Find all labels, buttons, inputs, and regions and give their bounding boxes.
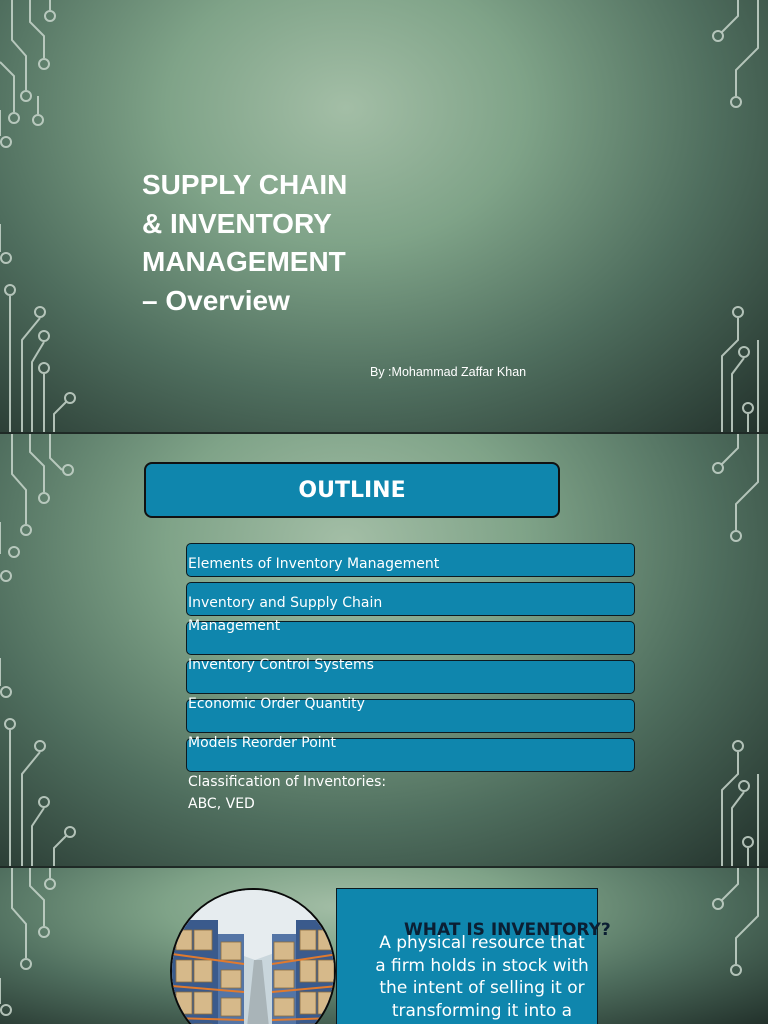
circuit-decoration-left: [0, 434, 76, 866]
circuit-decoration-left: [0, 868, 56, 1016]
slide-outline[interactable]: OUTLINE Elements of Inventory Management…: [0, 434, 768, 866]
title-line: MANAGEMENT: [142, 246, 346, 277]
circuit-decoration-left: [0, 0, 76, 432]
definition-box: [336, 888, 598, 1024]
title-line: & INVENTORY: [142, 207, 332, 239]
outline-boxes: [186, 543, 635, 777]
outline-box[interactable]: [186, 621, 635, 655]
title-line: SUPPLY CHAIN: [142, 169, 348, 200]
warehouse-photo: [170, 888, 336, 1024]
outline-box[interactable]: [186, 660, 635, 694]
definition-line: transforming it into a: [391, 1000, 573, 1021]
slide-inventory[interactable]: WHAT IS INVENTORY? A physical resource t…: [0, 868, 768, 1024]
outline-item-text: Models Reorder Point: [188, 735, 337, 751]
outline-item-text: Management: [188, 618, 281, 634]
outline-item-text: Classification of Inventories:: [188, 774, 387, 790]
definition-line: A physical resource that: [379, 933, 585, 953]
outline-item-text: Economic Order Quantity: [188, 696, 365, 712]
circuit-decoration-right: [712, 0, 759, 432]
outline-heading: OUTLINE: [144, 462, 560, 518]
definition-line: the intent of selling it or: [379, 978, 585, 998]
outline-item-text: ABC, VED: [188, 796, 255, 812]
slide-title-heading: SUPPLY CHAIN & INVENTORY MANAGEMENT – Ov…: [142, 166, 442, 320]
definition-line: a firm holds in stock with: [375, 955, 589, 976]
circuit-decoration-right: [712, 868, 759, 976]
inventory-heading: WHAT IS INVENTORY?: [404, 920, 611, 940]
outline-item-text: Inventory and Supply Chain: [188, 595, 383, 611]
outline-box[interactable]: [186, 543, 635, 577]
outline-box[interactable]: [186, 699, 635, 733]
circuit-decoration-right: [712, 434, 759, 866]
inventory-definition: A physical resource that a firm holds in…: [362, 932, 602, 1022]
outline-item-text: Elements of Inventory Management: [188, 556, 440, 572]
outline-box[interactable]: [186, 738, 635, 772]
slide-title[interactable]: SUPPLY CHAIN & INVENTORY MANAGEMENT – Ov…: [0, 0, 768, 432]
author-credit: By :Mohammad Zaffar Khan: [370, 365, 527, 379]
outline-box[interactable]: [186, 582, 635, 616]
outline-item-text: Inventory Control Systems: [188, 657, 374, 673]
title-line: – Overview: [142, 284, 290, 316]
